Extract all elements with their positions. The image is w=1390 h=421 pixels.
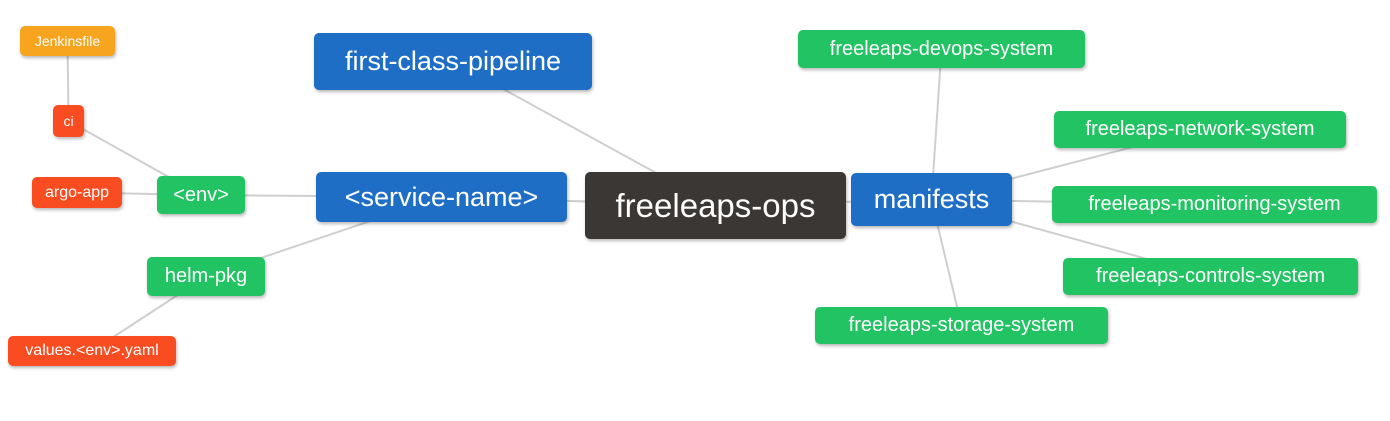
node-env[interactable]: <env> xyxy=(157,176,245,214)
node-freeleaps-devops-system[interactable]: freeleaps-devops-system xyxy=(798,30,1085,68)
node-first-class-pipeline[interactable]: first-class-pipeline xyxy=(314,33,592,90)
node-label: freeleaps-ops xyxy=(615,186,816,224)
node-label: freeleaps-network-system xyxy=(1085,118,1315,140)
node-freeleaps-ops[interactable]: freeleaps-ops xyxy=(585,172,846,239)
node-label: values.<env>.yaml xyxy=(25,342,159,359)
node-label: freeleaps-storage-system xyxy=(848,314,1075,336)
node-service-name[interactable]: <service-name> xyxy=(316,172,567,222)
node-freeleaps-monitoring-system[interactable]: freeleaps-monitoring-system xyxy=(1052,186,1377,223)
node-freeleaps-controls-system[interactable]: freeleaps-controls-system xyxy=(1063,258,1358,295)
node-label: <env> xyxy=(173,183,229,206)
node-manifests[interactable]: manifests xyxy=(851,173,1012,226)
node-freeleaps-storage-system[interactable]: freeleaps-storage-system xyxy=(815,307,1108,344)
node-ci[interactable]: ci xyxy=(53,105,84,137)
node-label: argo-app xyxy=(44,183,110,201)
node-freeleaps-network-system[interactable]: freeleaps-network-system xyxy=(1054,111,1346,148)
node-helm-pkg[interactable]: helm-pkg xyxy=(147,257,265,296)
node-label: ci xyxy=(63,113,74,129)
node-label: first-class-pipeline xyxy=(344,46,562,76)
node-label: Jenkinsfile xyxy=(34,33,101,49)
node-label: helm-pkg xyxy=(164,265,248,287)
node-values-env-yaml[interactable]: values.<env>.yaml xyxy=(8,336,176,366)
node-label: freeleaps-devops-system xyxy=(829,37,1054,60)
node-argo-app[interactable]: argo-app xyxy=(32,177,122,208)
node-label: <service-name> xyxy=(344,181,539,212)
node-label: freeleaps-controls-system xyxy=(1096,265,1325,287)
node-label: manifests xyxy=(873,184,990,214)
node-jenkinsfile[interactable]: Jenkinsfile xyxy=(20,26,115,56)
node-label: freeleaps-monitoring-system xyxy=(1088,193,1341,215)
